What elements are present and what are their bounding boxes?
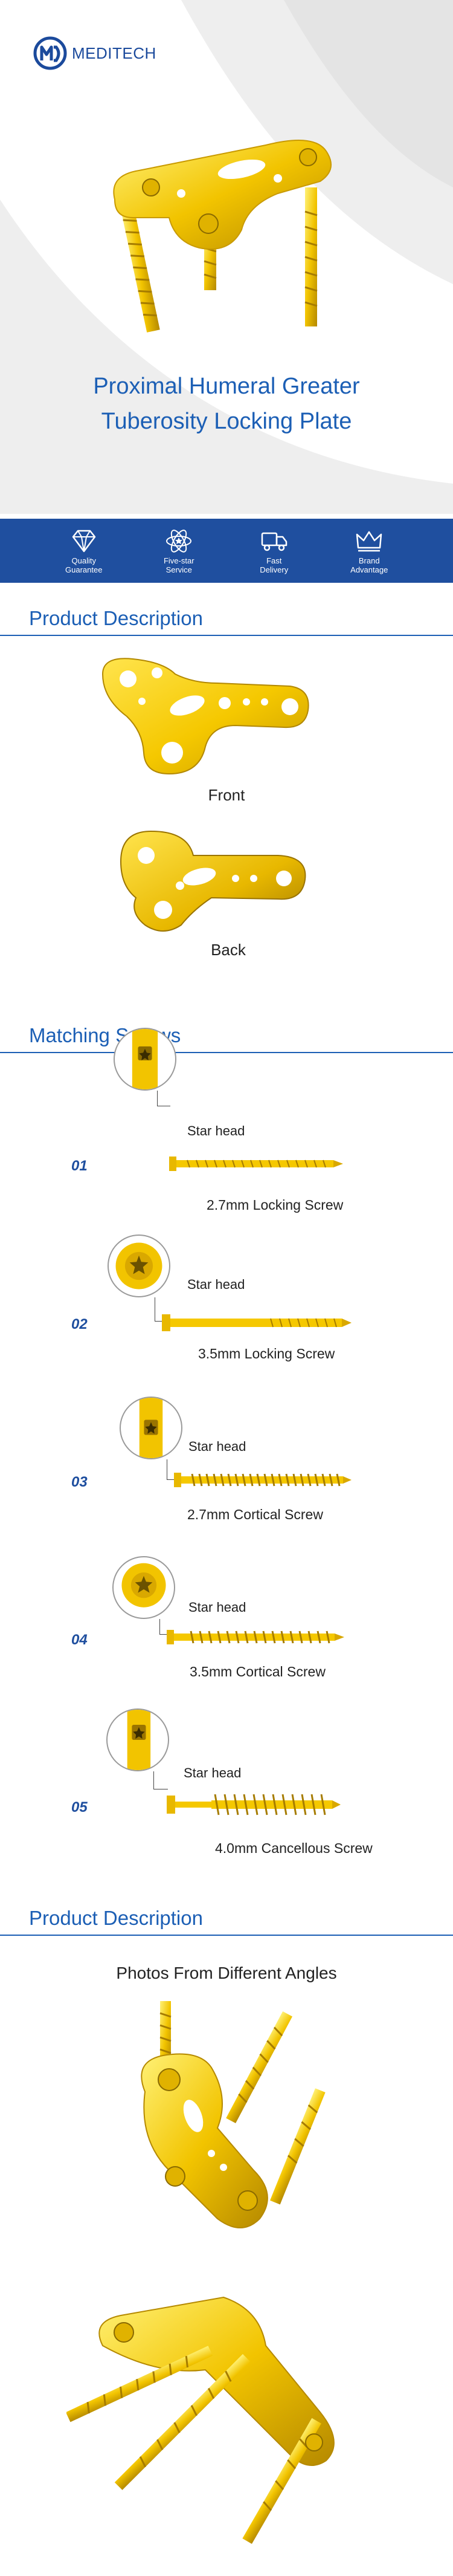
brand-name: MEDITECH	[72, 44, 156, 62]
feature-label-line2: Delivery	[260, 565, 289, 574]
screw-item-01: Star head 01 2.7mm Locking Screw	[0, 1028, 453, 1213]
feature-label-line1: Five-star	[163, 556, 194, 565]
angles-heading: Photos From Different Angles	[116, 1964, 337, 1982]
screw-image	[167, 1794, 341, 1815]
feature-label-line1: Brand	[358, 556, 380, 565]
section-header-product-description: Product Description	[0, 599, 453, 636]
screw-number: 02	[71, 1316, 88, 1332]
screw-number: 03	[71, 1474, 88, 1490]
leader-line	[157, 1091, 170, 1106]
feature-fast-delivery: Fast Delivery	[241, 527, 307, 574]
hero-banner: MEDITECH	[0, 0, 453, 514]
star-head-zoom-image	[120, 1397, 182, 1459]
leader-line	[153, 1771, 168, 1789]
star-head-label: Star head	[184, 1765, 242, 1780]
plate-back-caption: Back	[211, 941, 246, 959]
screw-image	[162, 1314, 352, 1331]
hero-plate-with-screws-image	[113, 140, 332, 333]
screw-number: 05	[71, 1799, 88, 1815]
hero-background-swoosh	[0, 0, 453, 514]
screw-item-02: Star head 02 3.5mm Locking Screw	[0, 1234, 453, 1386]
angle-photo-2	[66, 2296, 335, 2544]
feature-quality-guarantee: Quality Guarantee	[51, 527, 117, 574]
feature-bar: Quality Guarantee Five-star Service Fast…	[0, 519, 453, 583]
star-head-zoom-image	[114, 1028, 176, 1091]
diamond-icon	[72, 530, 95, 553]
star-head-zoom-image	[106, 1708, 169, 1771]
section-title: Product Description	[29, 1907, 203, 1929]
screw-name: 2.7mm Cortical Screw	[187, 1507, 323, 1522]
feature-label-line1: Fast	[266, 556, 282, 565]
star-head-label: Star head	[188, 1600, 246, 1615]
star-head-label: Star head	[187, 1277, 245, 1292]
screw-name: 3.5mm Cortical Screw	[190, 1664, 326, 1679]
star-head-zoom-image	[108, 1234, 170, 1297]
feature-label-line2: Service	[165, 565, 192, 574]
section-divider	[0, 1052, 453, 1053]
section-divider	[0, 1935, 453, 1936]
leader-line	[155, 1297, 162, 1322]
screw-item-05: Star head 05 4.0mm Cancellous Screw	[0, 1708, 453, 1860]
product-title-line2: Tuberosity Locking Plate	[101, 409, 352, 434]
screw-item-03: Star head 03 2.7mm Cortical Screw	[0, 1397, 453, 1548]
section-header-product-description-2: Product Description	[0, 1898, 453, 1936]
screw-name: 2.7mm Locking Screw	[207, 1197, 344, 1213]
section-divider	[0, 635, 453, 636]
screw-image	[169, 1157, 343, 1171]
logo-mark-icon	[33, 36, 67, 70]
plate-front-image	[101, 658, 309, 775]
feature-brand-advantage: Brand Advantage	[336, 527, 402, 574]
brand-logo[interactable]: MEDITECH	[33, 36, 156, 70]
plate-back-image	[120, 830, 306, 932]
product-title-line1: Proximal Humeral Greater	[93, 374, 360, 399]
star-head-label: Star head	[187, 1123, 245, 1138]
feature-label-line2: Advantage	[350, 565, 388, 574]
product-title: Proximal Humeral Greater Tuberosity Lock…	[0, 369, 453, 439]
screw-image	[174, 1473, 352, 1487]
truck-icon	[261, 532, 287, 551]
plate-front-caption: Front	[208, 786, 245, 804]
feature-label-line2: Guarantee	[65, 565, 103, 574]
crown-icon	[356, 531, 382, 552]
screw-name: 4.0mm Cancellous Screw	[215, 1840, 373, 1856]
screw-number: 01	[71, 1158, 88, 1174]
section-title: Product Description	[29, 607, 203, 629]
atom-star-icon	[166, 530, 192, 553]
screw-item-04: Star head 04 3.5mm Cortical Screw	[0, 1556, 453, 1707]
star-head-label: Star head	[188, 1439, 246, 1454]
leader-line	[167, 1459, 175, 1480]
screw-name: 3.5mm Locking Screw	[198, 1346, 335, 1361]
feature-five-star-service: Five-star Service	[146, 527, 212, 574]
feature-label-line1: Quality	[71, 556, 96, 565]
leader-line	[159, 1619, 168, 1635]
angle-photo-1	[141, 2001, 326, 2228]
screw-image	[167, 1630, 344, 1644]
screw-number: 04	[71, 1632, 88, 1648]
star-head-zoom-image	[112, 1556, 175, 1619]
